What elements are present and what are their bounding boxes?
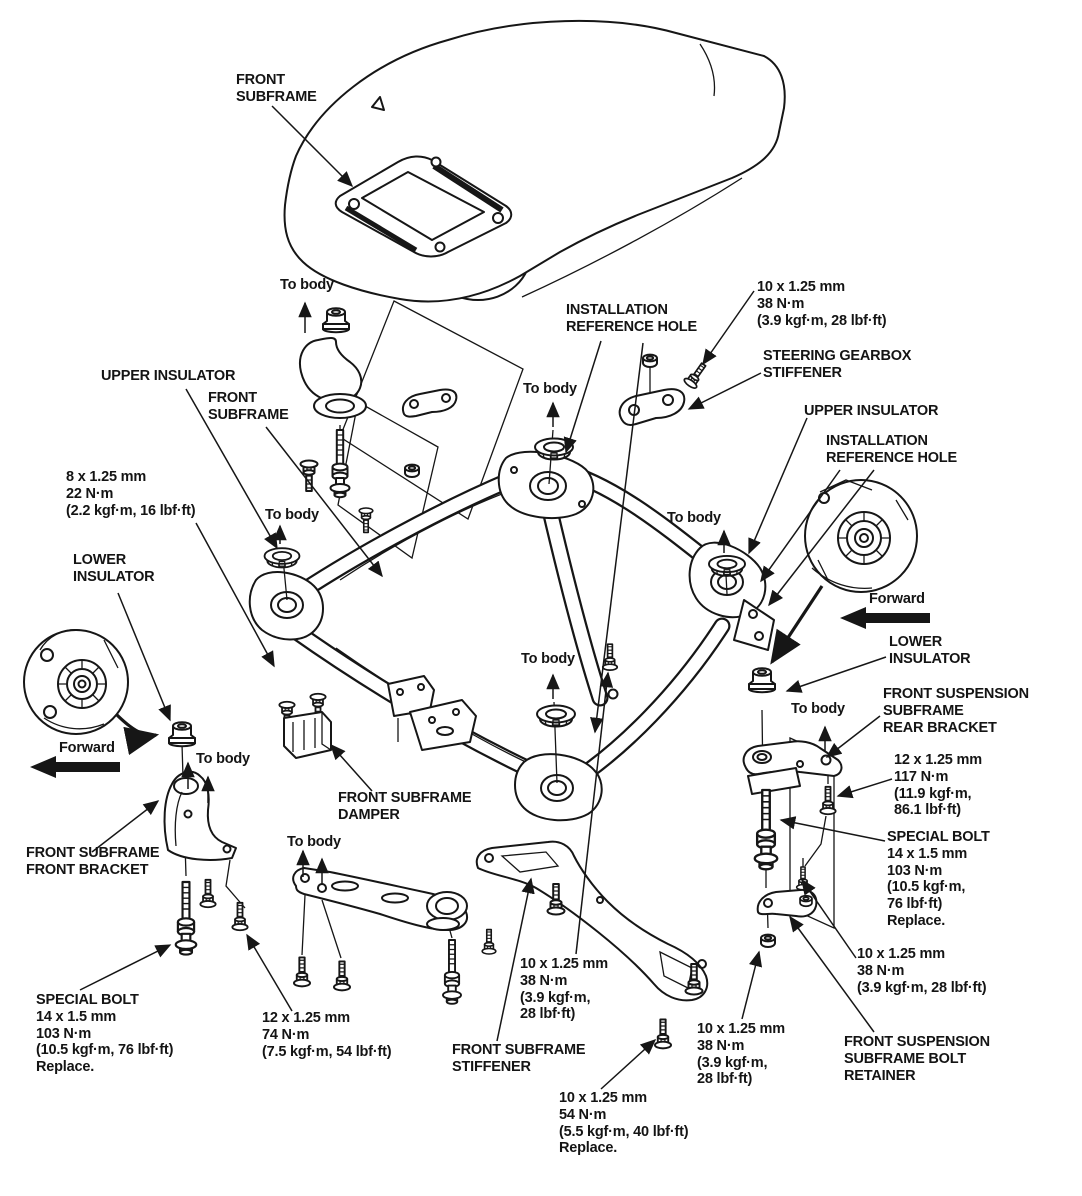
label-upper-insulator-left: UPPER INSULATOR [101,368,236,384]
label-special-bolt-right: SPECIAL BOLT 14 x 1.5 mm 103 N·m (10.5 k… [887,829,990,930]
inset-detail-right [770,479,918,665]
label-spec-10-38-right: 10 x 1.25 mm 38 N·m (3.9 kgf·m, 28 lbf·f… [857,946,987,996]
front-subframe-body [248,450,775,822]
leader-lines [79,105,893,1090]
steering-gearbox-stiffener-part [618,353,711,426]
label-to-body-top-left: To body [280,277,334,293]
label-lower-insulator-right: LOWER INSULATOR [889,634,971,667]
label-front-subframe-front-bracket: FRONT SUBFRAME FRONT BRACKET [26,845,160,878]
label-installation-reference-hole-top: INSTALLATION REFERENCE HOLE [566,302,697,335]
label-to-body-right-lower: To body [791,701,845,717]
label-spec-10-38-bottom: 10 x 1.25 mm 38 N·m (3.9 kgf·m, 28 lbf·f… [697,1021,785,1088]
lower-arm-assembly [292,867,468,1005]
label-forward-left: Forward [59,740,115,756]
label-upper-insulator-right: UPPER INSULATOR [804,403,939,419]
label-front-subframe-left: FRONT SUBFRAME [208,390,289,423]
label-special-bolt-left: SPECIAL BOLT 14 x 1.5 mm 103 N·m (10.5 k… [36,992,174,1076]
forward-arrow-right [840,607,930,629]
car-subframe-inset [334,155,513,258]
upper-left-bracket-assembly [299,307,458,534]
label-lower-insulator-left: LOWER INSULATOR [73,552,155,585]
forward-arrow-left [30,756,120,778]
label-to-body-bottom-left: To body [287,834,341,850]
label-to-body-center: To body [521,651,575,667]
label-spec-12-117: 12 x 1.25 mm 117 N·m (11.9 kgf·m, 86.1 l… [894,752,982,819]
label-spec-top-10-38: 10 x 1.25 mm 38 N·m (3.9 kgf·m, 28 lbf·f… [757,279,887,329]
label-spec-12-74: 12 x 1.25 mm 74 N·m (7.5 kgf·m, 54 lbf·f… [262,1010,392,1060]
label-to-body-left: To body [265,507,319,523]
car-outline [283,19,786,303]
label-front-subframe-damper: FRONT SUBFRAME DAMPER [338,790,472,823]
front-subframe-damper-part [278,675,477,759]
label-front-suspension-subframe-rear-bracket: FRONT SUSPENSION SUBFRAME REAR BRACKET [883,686,1029,736]
label-front-subframe-stiffener: FRONT SUBFRAME STIFFENER [452,1042,586,1075]
subframe-upper-center-mount [497,450,595,520]
label-steering-gearbox-stiffener: STEERING GEARBOX STIFFENER [763,348,912,381]
label-to-body-right: To body [667,510,721,526]
subframe-right-mount [688,541,775,651]
upper-insulator-rings [263,429,746,784]
subframe-left-mount [248,571,324,641]
label-front-subframe-car: FRONT SUBFRAME [236,72,317,105]
label-spec-10-54: 10 x 1.25 mm 54 N·m (5.5 kgf·m, 40 lbf·f… [559,1090,689,1157]
rear-bracket-assembly [742,667,843,948]
subframe-lower-center-mount [514,753,603,822]
label-to-body-left-lower: To body [196,751,250,767]
label-forward-right: Forward [869,591,925,607]
label-spec-8-22: 8 x 1.25 mm 22 N·m (2.2 kgf·m, 16 lbf·ft… [66,469,196,519]
inset-detail-left [23,629,160,756]
label-to-body-top-center: To body [523,381,577,397]
label-installation-reference-hole-right: INSTALLATION REFERENCE HOLE [826,433,957,466]
label-spec-10-38-center: 10 x 1.25 mm 38 N·m (3.9 kgf·m, 28 lbf·f… [520,956,608,1023]
label-front-suspension-subframe-bolt-retainer: FRONT SUSPENSION SUBFRAME BOLT RETAINER [844,1034,990,1084]
